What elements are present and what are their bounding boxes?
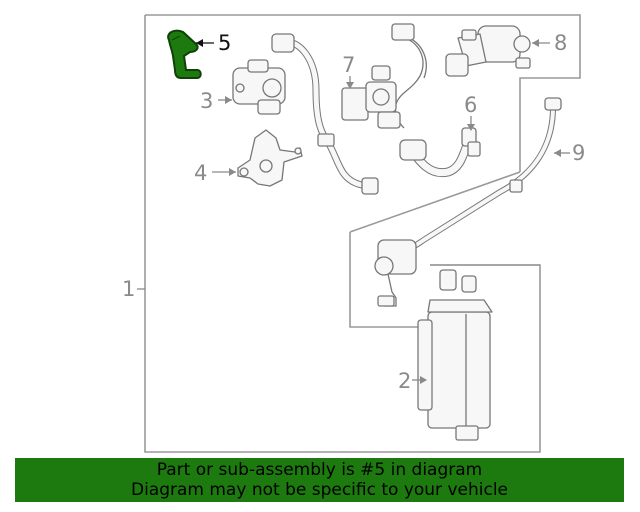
banner-line-1: Part or sub-assembly is #5 in diagram bbox=[156, 460, 483, 480]
part-3-valve[interactable] bbox=[232, 59, 286, 115]
arrow-9 bbox=[554, 149, 561, 157]
callout-5: 5 bbox=[218, 31, 231, 55]
purge-hose[interactable] bbox=[271, 33, 379, 195]
info-banner: Part or sub-assembly is #5 in diagram Di… bbox=[15, 458, 624, 502]
callout-7: 7 bbox=[342, 53, 355, 77]
callout-6: 6 bbox=[464, 93, 477, 117]
part-6-hose[interactable] bbox=[399, 127, 481, 178]
callout-9: 9 bbox=[572, 141, 585, 165]
callout-1: 1 bbox=[122, 277, 135, 301]
banner-line-2: Diagram may not be specific to your vehi… bbox=[130, 480, 508, 500]
part-8-pump[interactable] bbox=[445, 25, 531, 77]
callout-2: 2 bbox=[398, 369, 411, 393]
arrow-6 bbox=[467, 124, 475, 131]
arrow-7 bbox=[346, 82, 354, 89]
callout-8: 8 bbox=[554, 31, 567, 55]
outer-frame bbox=[144, 14, 581, 453]
parts-diagram: 1 2 3 4 5 6 7 8 9 bbox=[122, 14, 585, 453]
part-4-bracket[interactable] bbox=[237, 129, 303, 187]
callout-3: 3 bbox=[200, 89, 213, 113]
arrow-2 bbox=[420, 376, 427, 384]
inner-frame bbox=[349, 171, 540, 328]
part-2-canister[interactable] bbox=[417, 269, 493, 441]
vent-valve[interactable] bbox=[374, 239, 417, 307]
arrow-5 bbox=[196, 39, 203, 47]
arrow-8 bbox=[532, 39, 539, 47]
arrow-4 bbox=[229, 168, 236, 176]
part-7-sensor[interactable] bbox=[341, 23, 427, 129]
callout-4: 4 bbox=[194, 161, 207, 185]
arrow-3 bbox=[225, 96, 232, 104]
part-5-hose[interactable] bbox=[167, 29, 202, 79]
